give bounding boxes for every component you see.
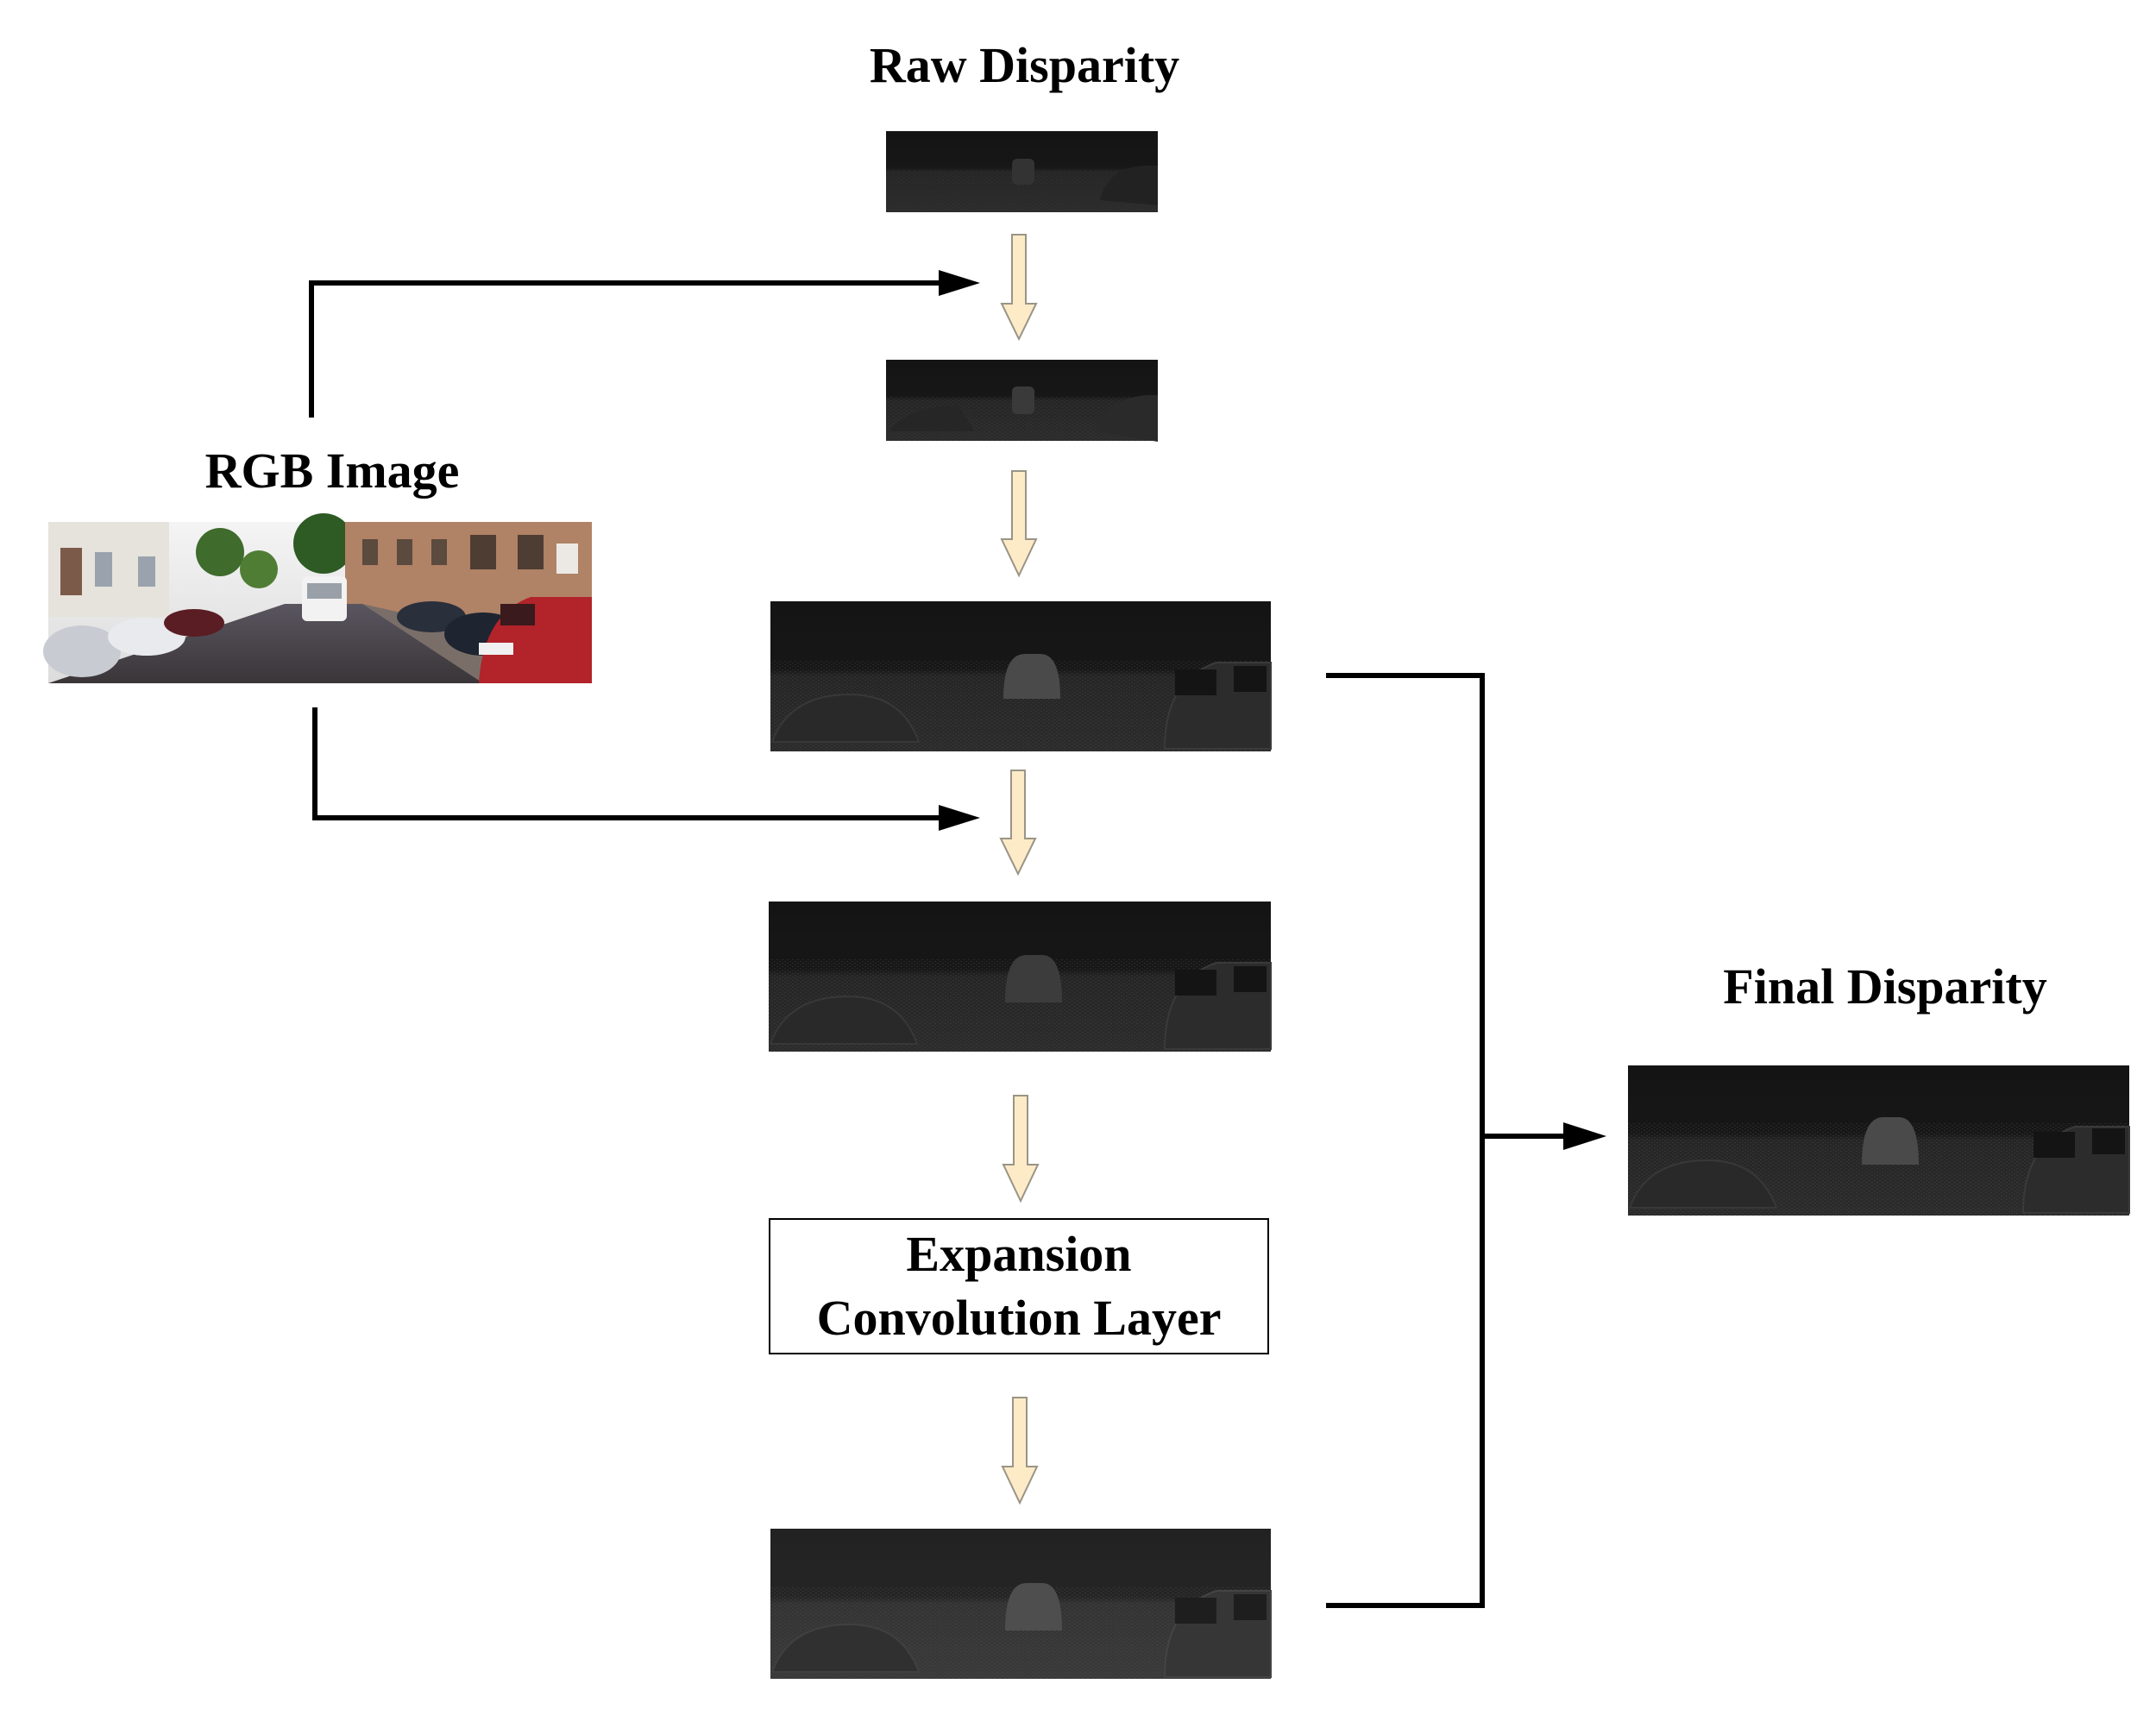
- expansion-label-line2: Convolution Layer: [816, 1290, 1222, 1346]
- rgb-guidance-arrow-top: [309, 270, 980, 418]
- fused-disparity-image: [769, 902, 1272, 1052]
- expansion-convolution-layer-box: Expansion Convolution Layer: [769, 1218, 1269, 1354]
- upsampled-disparity-image: [770, 601, 1272, 751]
- final-disparity-title: Final Disparity: [1723, 958, 2047, 1015]
- flow-arrow-3: [999, 770, 1037, 876]
- flow-arrow-5: [1001, 1397, 1039, 1505]
- flow-arrow-2: [1000, 470, 1038, 578]
- rgb-guidance-arrow-bottom: [312, 707, 980, 831]
- fusion-connector-arrow: [1326, 673, 1606, 1608]
- final-disparity-image: [1628, 1065, 2130, 1216]
- raw-disparity-image: [886, 131, 1158, 212]
- flow-arrow-4: [1002, 1095, 1040, 1203]
- refined-disparity-image-1: [886, 360, 1158, 442]
- expanded-disparity-image: [770, 1529, 1272, 1679]
- flow-arrow-1: [1000, 234, 1038, 342]
- rgb-image-title: RGB Image: [204, 443, 460, 499]
- raw-disparity-title: Raw Disparity: [869, 37, 1180, 93]
- rgb-street-image: [43, 513, 592, 683]
- expansion-label-line1: Expansion: [906, 1226, 1132, 1282]
